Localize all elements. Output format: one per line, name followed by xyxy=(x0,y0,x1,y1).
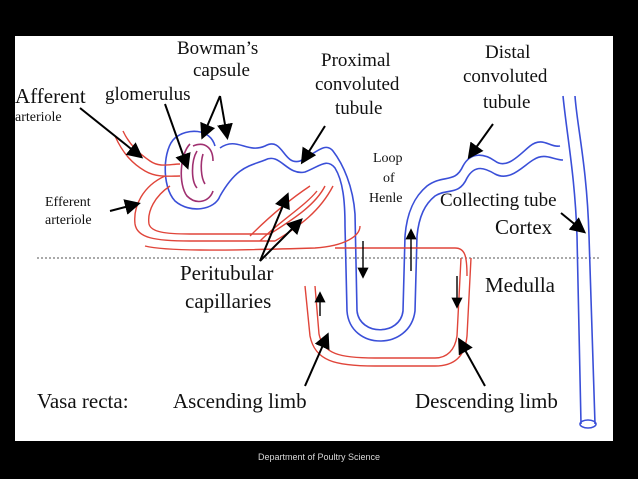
label-loop-line1: Loop xyxy=(373,151,403,166)
label-proximal-line3: tubule xyxy=(335,98,383,119)
label-efferent-line2: arteriole xyxy=(45,213,92,228)
label-collecting-tube: Collecting tube xyxy=(440,190,557,211)
footer-department: Department of Poultry Science xyxy=(257,452,381,462)
label-vasa-recta: Vasa recta: xyxy=(37,389,129,413)
label-peritubular-line1: Peritubular xyxy=(180,261,273,285)
label-loop-line3: Henle xyxy=(369,191,402,206)
label-proximal-line2: convoluted xyxy=(315,74,400,95)
label-distal-line2: convoluted xyxy=(463,66,548,87)
kidney-nephron-diagram: Bowman’s capsule Proximal convoluted tub… xyxy=(15,38,600,429)
pointer-arrows xyxy=(79,95,587,387)
label-ascending-limb: Ascending limb xyxy=(173,389,307,413)
label-peritubular-line2: capillaries xyxy=(185,289,271,313)
label-medulla: Medulla xyxy=(485,273,556,297)
label-afferent-line2: arteriole xyxy=(15,110,62,125)
label-proximal-line1: Proximal xyxy=(321,50,391,71)
label-distal-line3: tubule xyxy=(483,92,531,113)
blood-vessels xyxy=(114,130,472,367)
glomerulus-tuft xyxy=(180,143,214,203)
label-cortex: Cortex xyxy=(495,215,553,239)
flow-arrows xyxy=(314,228,463,316)
label-bowmans-capsule-line1: Bowman’s xyxy=(177,38,258,59)
label-distal-line1: Distal xyxy=(485,42,530,63)
label-descending-limb: Descending limb xyxy=(415,389,558,413)
label-loop-line2: of xyxy=(383,171,395,186)
slide: Bowman’s capsule Proximal convoluted tub… xyxy=(15,36,613,441)
label-efferent-line1: Efferent xyxy=(45,195,91,210)
label-glomerulus: glomerulus xyxy=(105,84,191,105)
label-afferent-line1: Afferent xyxy=(15,84,86,108)
label-bowmans-capsule-line2: capsule xyxy=(193,60,250,81)
